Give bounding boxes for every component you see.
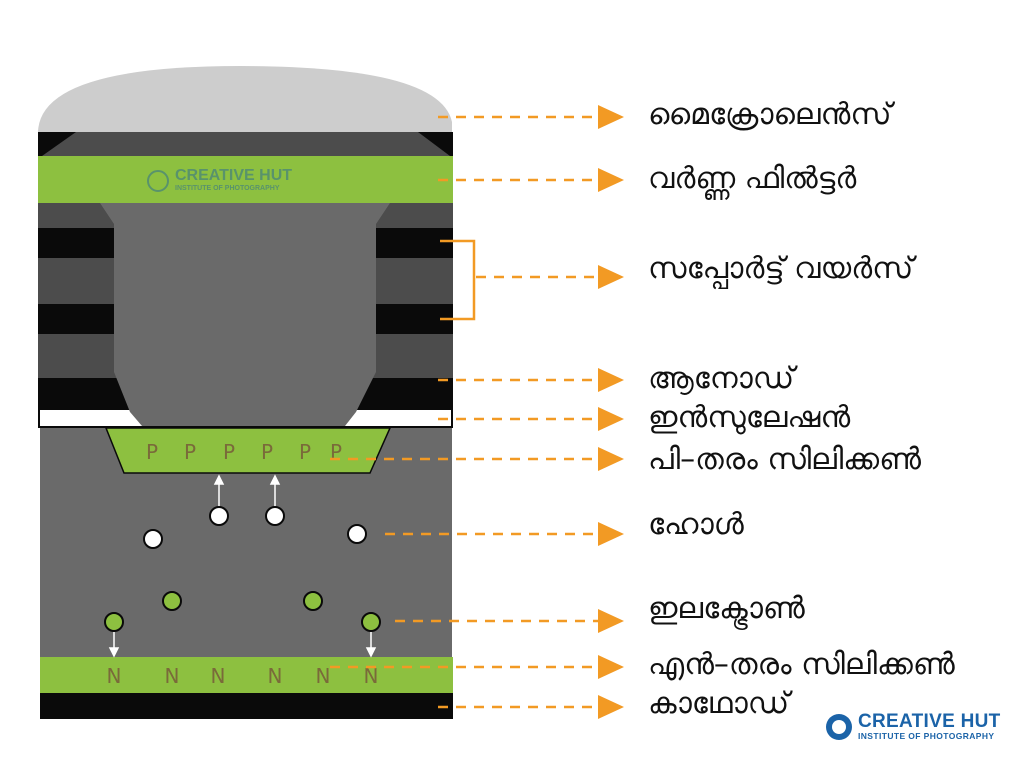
insulation-left <box>40 410 110 424</box>
brand-logo: CREATIVE HUT INSTITUTE OF PHOTOGRAPHY <box>826 712 1001 742</box>
watermark-icon <box>147 169 169 192</box>
watermark-logo: CREATIVE HUT INSTITUTE OF PHOTOGRAPHY <box>147 168 292 193</box>
label-electron: ഇലക്ട്രോൺ <box>648 591 805 626</box>
electron-particle <box>162 591 182 611</box>
hole-particle <box>143 529 163 549</box>
color-filter-layer <box>38 156 453 203</box>
hole-particle <box>265 506 285 526</box>
brand-name: CREATIVE HUT <box>858 711 1001 732</box>
pointer-arrowhead <box>598 105 624 129</box>
pointer-arrowhead <box>598 265 624 289</box>
hole-arrows <box>213 474 281 506</box>
pointer-arrowhead <box>598 522 624 546</box>
p-type-region <box>104 427 392 474</box>
pointer-arrowhead <box>598 609 624 633</box>
n-type-region <box>40 657 453 693</box>
brand-icon <box>826 714 852 740</box>
p-letter: P <box>146 440 158 464</box>
holes <box>143 506 367 549</box>
pointer-arrowhead <box>598 368 624 392</box>
n-letter: N <box>364 664 379 688</box>
n-letter: N <box>268 664 283 688</box>
electron-particle <box>104 612 124 632</box>
pointer-arrowhead <box>598 695 624 719</box>
brand-subtitle: INSTITUTE OF PHOTOGRAPHY <box>858 731 995 741</box>
label-insulation: ഇൻസുലേഷൻ <box>648 400 851 435</box>
pointer-arrowhead <box>598 168 624 192</box>
electron-arrows <box>108 632 377 658</box>
label-color-filter: വർണ്ണ ഫിൽട്ടർ <box>648 161 857 196</box>
label-p-type-silicon: പി–തരം സിലിക്കൺ <box>648 442 922 477</box>
p-letter: P <box>261 440 273 464</box>
n-letter: N <box>165 664 180 688</box>
pointer-arrows <box>330 105 624 719</box>
n-letter: N <box>211 664 226 688</box>
cathode-layer <box>40 693 453 719</box>
n-letter: N <box>107 664 122 688</box>
label-hole: ഹോൾ <box>648 507 744 542</box>
pointer-arrowhead <box>598 407 624 431</box>
p-letter: P <box>223 440 235 464</box>
support-bracket <box>440 239 476 321</box>
p-letter: P <box>184 440 196 464</box>
label-cathode: കാഥോഡ് <box>648 686 790 721</box>
light-channel <box>100 203 390 426</box>
electrons <box>104 591 381 632</box>
electron-particle <box>361 612 381 632</box>
label-n-type-silicon: എൻ–തരം സിലിക്കൺ <box>648 647 955 682</box>
label-microlens: മൈക്രോലെൻസ് <box>648 97 892 132</box>
p-letter: P <box>330 440 342 464</box>
pointer-arrowhead <box>598 655 624 679</box>
hole-particle <box>347 524 367 544</box>
n-letter: N <box>316 664 331 688</box>
electron-particle <box>303 591 323 611</box>
light-cone-top <box>42 132 450 156</box>
microlens-shape <box>38 66 452 132</box>
watermark-name: CREATIVE HUT <box>175 167 293 184</box>
insulation-right <box>380 410 450 424</box>
p-letter: P <box>299 440 311 464</box>
hole-particle <box>209 506 229 526</box>
label-support-wires: സപ്പോർട്ട് വയർസ് <box>648 251 914 286</box>
watermark-subtitle: INSTITUTE OF PHOTOGRAPHY <box>175 185 280 192</box>
pointer-arrowhead <box>598 447 624 471</box>
label-anode: ആനോഡ് <box>648 361 795 396</box>
